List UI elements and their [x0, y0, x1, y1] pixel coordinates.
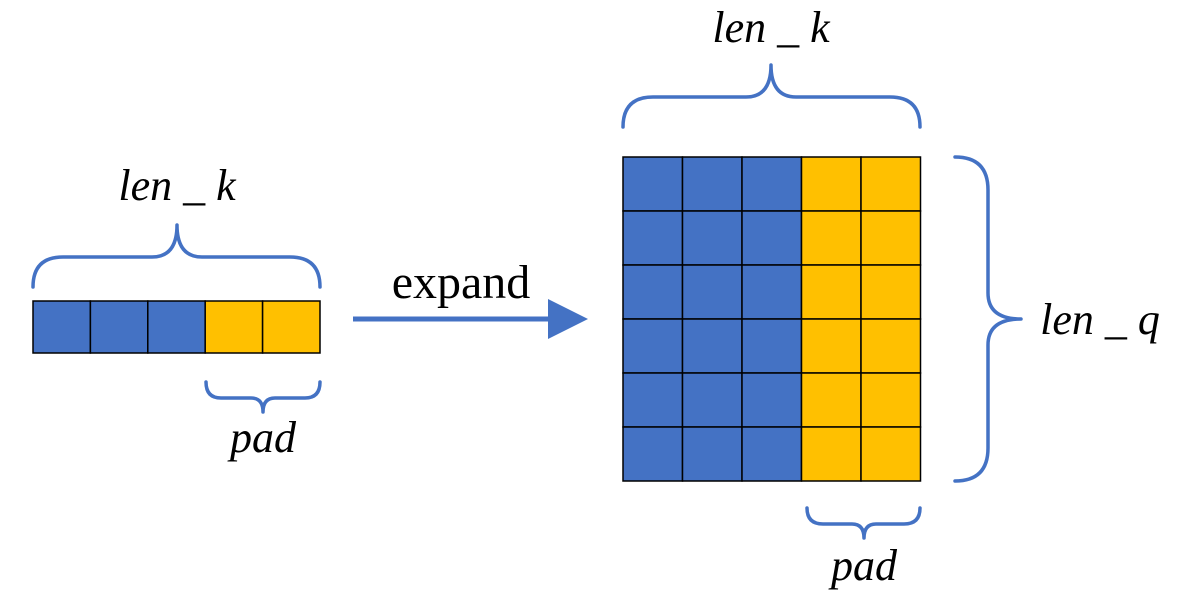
matrix-token-cell [622, 372, 684, 428]
matrix-pad-cell [860, 318, 922, 374]
matrix-pad-cell [800, 156, 862, 212]
vector-token-cell [32, 300, 92, 354]
matrix-token-cell [741, 156, 803, 212]
matrix-token-cell [741, 210, 803, 266]
matrix-token-cell [622, 318, 684, 374]
matrix-pad-cell [800, 372, 862, 428]
matrix-pad-cell [860, 156, 922, 212]
matrix-pad-cell [800, 264, 862, 320]
matrix-pad-cell [800, 210, 862, 266]
vector-top-brace [31, 223, 322, 289]
vector-pad-cell [204, 300, 264, 354]
key-vector: len _ k pad [31, 161, 322, 462]
matrix-pad-label: pad [828, 541, 898, 590]
expand-arrow-group: expand [353, 256, 588, 339]
vector-pad-cell [261, 300, 321, 354]
matrix-token-cell [681, 372, 743, 428]
matrix-pad-brace [805, 506, 922, 540]
matrix-token-cell [681, 156, 743, 212]
matrix-token-cell [622, 264, 684, 320]
matrix-len-k-label: len _ k [712, 3, 831, 52]
matrix-token-cell [741, 372, 803, 428]
matrix-len-q-label: len _ q [1040, 295, 1160, 344]
matrix-top-brace [621, 63, 922, 129]
matrix-token-cell [622, 426, 684, 482]
vector-token-cell [147, 300, 206, 354]
vector-pad-brace [204, 380, 322, 414]
expand-label: expand [392, 256, 531, 309]
matrix-token-cell [681, 318, 743, 374]
matrix-pad-cell [800, 426, 862, 482]
vector-pad-label: pad [227, 413, 297, 462]
matrix-token-cell [681, 264, 743, 320]
mask-matrix: len _ k len _ q pad [621, 3, 1160, 590]
matrix-token-cell [681, 426, 743, 482]
matrix-pad-cell [800, 318, 862, 374]
matrix-token-cell [741, 318, 803, 374]
matrix-token-cell [741, 264, 803, 320]
matrix-cells [622, 156, 922, 482]
matrix-token-cell [681, 210, 743, 266]
matrix-token-cell [622, 210, 684, 266]
vector-cells [32, 300, 321, 354]
matrix-pad-cell [860, 210, 922, 266]
matrix-token-cell [741, 426, 803, 482]
matrix-len-q-brace [953, 155, 1023, 483]
matrix-pad-cell [860, 372, 922, 428]
vector-len-k-label: len _ k [118, 161, 237, 210]
matrix-token-cell [622, 156, 684, 212]
vector-token-cell [89, 300, 149, 354]
matrix-pad-cell [860, 426, 922, 482]
matrix-pad-cell [860, 264, 922, 320]
